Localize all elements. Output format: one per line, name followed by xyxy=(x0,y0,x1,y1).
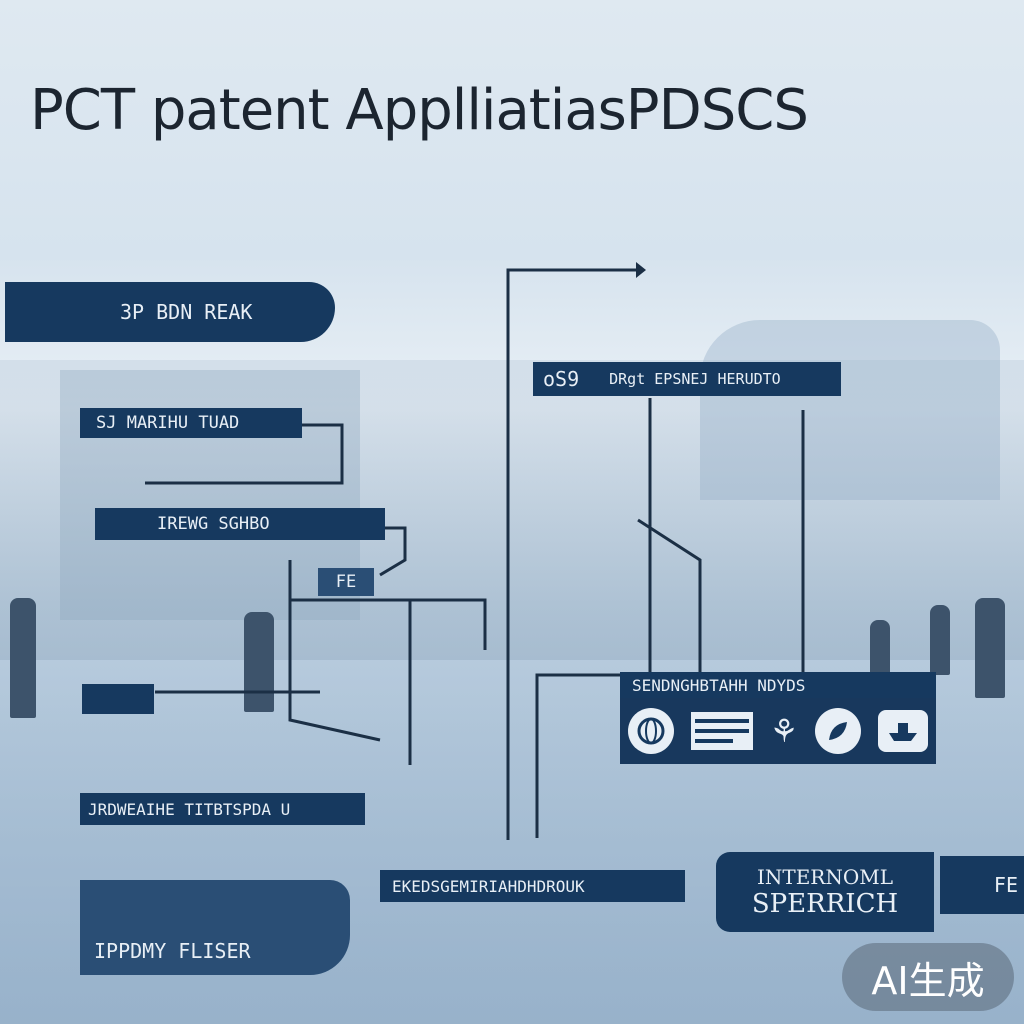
ai-generated-badge: AI生成 xyxy=(842,943,1014,1011)
label-top-right-num: oS9 xyxy=(543,367,580,391)
document-icon xyxy=(690,712,753,750)
label-international-search: INTERNOML SPERRICH xyxy=(716,852,934,932)
label-icons-header: SENDNGHBTAHH NDYDS xyxy=(620,672,936,698)
ship-icon xyxy=(877,710,928,752)
label-step-5: IPPDMY FLISER xyxy=(80,880,350,975)
person-silhouette xyxy=(975,598,1005,698)
person-silhouette xyxy=(930,605,950,675)
person-silhouette xyxy=(10,598,36,718)
label-step-1: SJ MARIHU TUAD xyxy=(80,408,302,438)
label-far-right: FE xyxy=(940,856,1024,914)
person-silhouette xyxy=(244,612,274,712)
label-step-3: FE xyxy=(318,568,374,596)
icon-panel: ⚘ xyxy=(620,698,936,764)
globe-icon xyxy=(628,708,675,754)
label-small-box xyxy=(82,684,154,714)
leaf-icon xyxy=(814,708,861,754)
background-building-right xyxy=(700,320,1000,500)
label-center: EKEDSGEMIRIAHDHDROUK xyxy=(380,870,685,902)
plant-icon: ⚘ xyxy=(769,712,799,750)
person-silhouette xyxy=(870,620,890,680)
intl-line-1: INTERNOML xyxy=(756,865,894,889)
label-top-left: 3P BDN REAK xyxy=(5,282,335,342)
label-step-2: IREWG SGHBO xyxy=(95,508,385,540)
label-top-right-text: DRgt EPSNEJ HERUDTO xyxy=(609,370,781,388)
label-top-right: oS9 DRgt EPSNEJ HERUDTO xyxy=(533,362,841,396)
page-title: PCT patent ApplliatiasPDSCS xyxy=(30,78,809,143)
label-step-4: JRDWEAIHE TITBTSPDA U xyxy=(80,793,365,825)
intl-line-2: SPERRICH xyxy=(751,889,899,919)
